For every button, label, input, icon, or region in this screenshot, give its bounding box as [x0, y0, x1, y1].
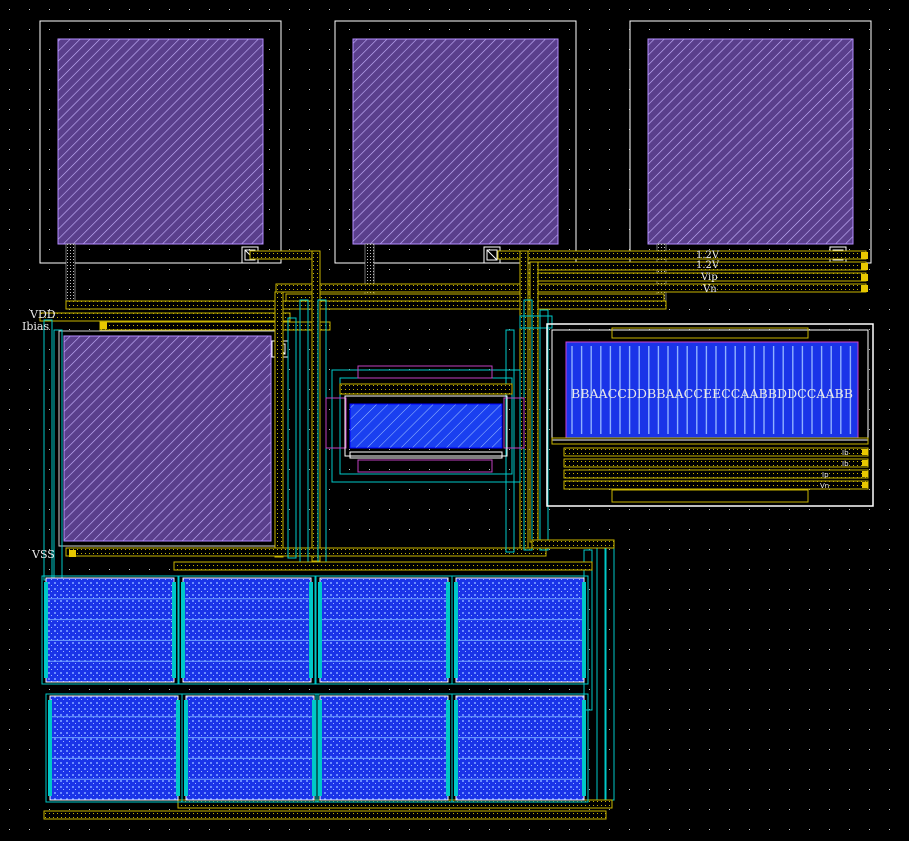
pin-label-sub-c: Ip	[822, 471, 829, 479]
pin-label-sub-b: Ib	[842, 460, 849, 468]
capacitor-cell	[451, 575, 589, 685]
capacitor-cell	[41, 575, 179, 685]
resistor-fingers	[571, 346, 852, 434]
pin-label-vn: Vn	[702, 284, 717, 295]
pin-label-vss: VSS	[31, 548, 55, 561]
pin-label-vip: Vip	[700, 272, 718, 283]
capacitor-cell	[178, 575, 316, 685]
pin-v12-b: 1.2V	[696, 260, 868, 271]
pin-label-sub-d: Vn	[820, 482, 829, 490]
capacitor-cell	[181, 693, 319, 803]
pin-vss: VSS	[31, 548, 76, 561]
pin-label-vdd: VDD	[29, 308, 56, 321]
mos-transistor	[325, 365, 525, 473]
capacitor-cell	[315, 693, 453, 803]
capacitor-cell	[45, 693, 183, 803]
capacitor-row-1	[41, 575, 589, 685]
pin-label-v12-b: 1.2V	[696, 260, 720, 271]
pin-vdd: VDD	[29, 308, 56, 321]
capacitor-row-2	[45, 693, 589, 803]
pin-label-v12-a: 1.2V	[696, 250, 720, 261]
capacitor-cell	[451, 693, 589, 803]
pin-label-sub-a: Ib	[842, 449, 849, 457]
pin-vn: Vn	[702, 284, 868, 295]
resistor-array-label: BBAACCDDBBAACCEECCAABBDDCCAABB	[571, 387, 853, 401]
bond-pad-1	[39, 20, 282, 264]
pin-label-ibias: Ibias	[22, 320, 49, 333]
metal3-routing	[43, 299, 615, 801]
bond-pad-2	[334, 20, 577, 264]
bottom-routing	[43, 539, 615, 820]
resistor-array: BBAACCDDBBAACCEECCAABBDDCCAABB Ib Ib Ip …	[546, 323, 874, 507]
capacitor-cell	[315, 575, 453, 685]
pad-stub-1	[65, 243, 76, 309]
pin-v12-a: 1.2V	[696, 250, 868, 261]
bond-pad-3	[629, 20, 872, 264]
pin-ibias: Ibias	[22, 320, 107, 333]
bond-pad-4	[58, 330, 277, 547]
pin-vip: Vip	[700, 272, 868, 283]
